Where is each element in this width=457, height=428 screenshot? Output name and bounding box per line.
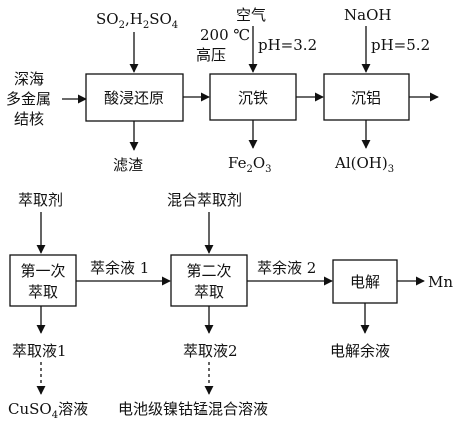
first-extraction-box bbox=[9, 254, 77, 307]
ph-al-label: pH=5.2 bbox=[371, 36, 430, 54]
second-extraction-box bbox=[170, 254, 248, 307]
temperature-label: 200 ℃ bbox=[200, 26, 250, 44]
mixed-extractant-label: 混合萃取剂 bbox=[167, 191, 242, 209]
naoh-label: NaOH bbox=[344, 6, 391, 24]
iron-box-label: 沉铁 bbox=[238, 89, 268, 107]
leach-box bbox=[85, 73, 184, 122]
residue-label: 滤渣 bbox=[113, 156, 143, 174]
extract1-label: 萃取液1 bbox=[12, 342, 67, 360]
battery-solution-label: 电池级镍钴锰混合溶液 bbox=[118, 400, 268, 418]
al-box-label: 沉铝 bbox=[351, 89, 381, 107]
reagent-acid-label: SO2,H2SO4 bbox=[96, 10, 178, 31]
pressure-label: 高压 bbox=[196, 46, 226, 64]
ph-iron-label: pH=3.2 bbox=[258, 36, 317, 54]
second-extraction-label-line1: 第二次 bbox=[186, 262, 231, 280]
extractant-label: 萃取剂 bbox=[18, 191, 63, 209]
cuso4-label: CuSO4溶液 bbox=[8, 400, 88, 421]
first-extraction-label-line2: 萃取 bbox=[28, 283, 58, 301]
feed-label-line1: 深海 bbox=[14, 70, 44, 88]
fe2o3-label: Fe2O3 bbox=[228, 154, 272, 175]
raffinate1-label: 萃余液 1 bbox=[90, 259, 149, 277]
feed-label-line3: 结核 bbox=[14, 110, 44, 128]
electrolysis-box bbox=[332, 259, 398, 304]
aloh3-label: Al(OH)3 bbox=[334, 154, 394, 175]
first-extraction-label-line1: 第一次 bbox=[20, 262, 65, 280]
feed-label-line2: 多金属 bbox=[6, 90, 51, 108]
extract2-label: 萃取液2 bbox=[183, 342, 238, 360]
air-label: 空气 bbox=[236, 6, 266, 24]
electrolysis-box-label: 电解 bbox=[350, 273, 380, 291]
electrolyte-residue-label: 电解余液 bbox=[330, 342, 390, 360]
raffinate2-label: 萃余液 2 bbox=[257, 259, 316, 277]
second-extraction-label-line2: 萃取 bbox=[194, 283, 224, 301]
leach-box-label: 酸浸还原 bbox=[104, 89, 164, 107]
mn-label: Mn bbox=[428, 273, 453, 291]
